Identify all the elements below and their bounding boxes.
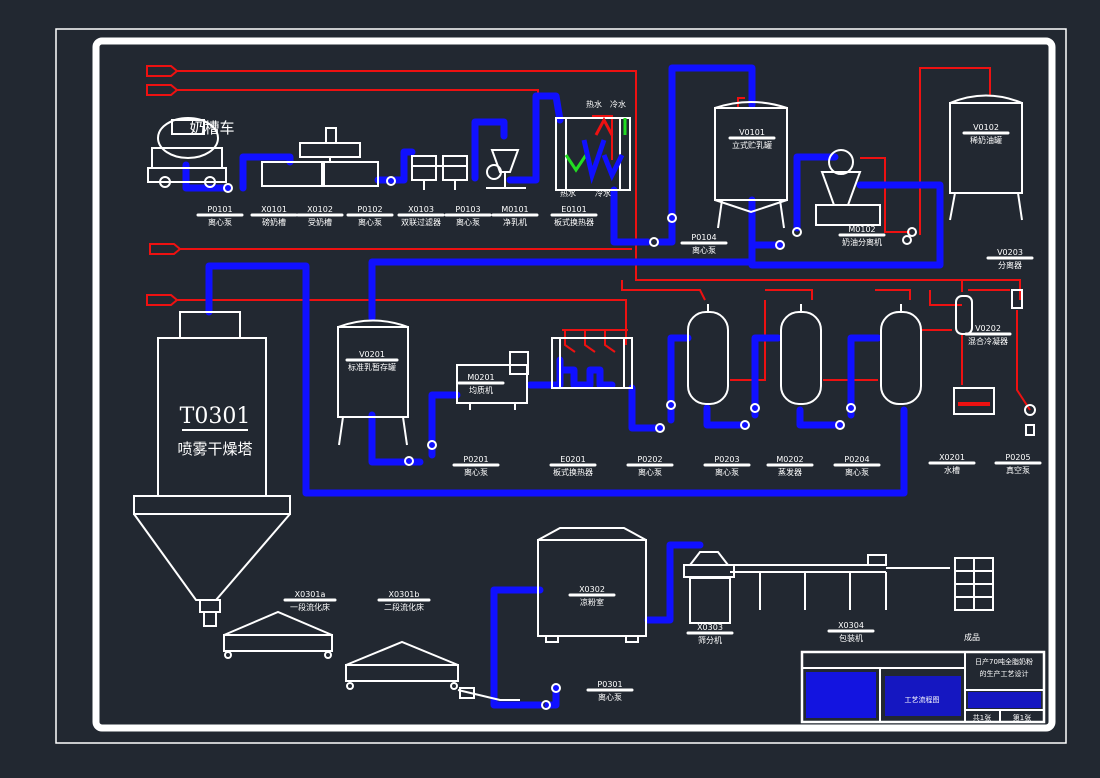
tag-name-x0304: 包装机 (839, 633, 863, 643)
outer-frame (55, 28, 1067, 744)
tag-name-p0104: 离心泵 (692, 245, 716, 255)
spray-tower-name: 喷雾干燥塔 (177, 440, 252, 458)
tag-code-x0103: X0103 (408, 205, 434, 214)
product-label: 成品 (964, 632, 980, 642)
tag-code-p0201: P0201 (463, 455, 488, 464)
tag-name-x0101: 磅奶槽 (262, 217, 286, 227)
tag-name-m0201: 均质机 (469, 385, 493, 395)
duplex-filter (411, 155, 468, 190)
title-block: 日产70吨全脂奶粉 的生产工艺设计 工艺流程图 共1张 第1张 (800, 650, 1046, 724)
tag-name-p0101: 离心泵 (208, 217, 232, 227)
tag-code-p0101: P0101 (207, 205, 232, 214)
spray-tower-code: T0301 (180, 404, 251, 429)
homogenizer (456, 351, 529, 410)
tag-name-x0301b: 二段流化床 (384, 602, 424, 612)
pump-symbols (223, 176, 917, 710)
tag-code-v0102: V0102 (973, 123, 999, 132)
plate-heat-exchanger-1 (555, 116, 631, 191)
tag-name-x0301a: 一段流化床 (290, 602, 330, 612)
tag-name-e0201: 板式换热器 (553, 467, 593, 477)
standard-milk-tank (337, 319, 409, 446)
tag-code-v0101: V0101 (739, 128, 765, 137)
tag-name-v0102: 稀奶油罐 (970, 135, 1002, 145)
plate-heat-exchanger-2 (551, 337, 633, 389)
cold-water-label-2: 冷水 (595, 188, 611, 198)
tag-code-x0303: X0303 (697, 623, 723, 632)
equipment-tags: P0101 离心泵 X0101 磅奶槽 X0102 受奶槽 P0102 离心泵 X0103 双联过… (196, 123, 1042, 702)
tag-code-p0102: P0102 (357, 205, 382, 214)
cooling-room (537, 527, 647, 643)
cream-tank (949, 94, 1023, 221)
tag-code-v0201: V0201 (359, 350, 385, 359)
tag-name-x0102: 受奶槽 (308, 217, 332, 227)
hot-water-label-1: 热水 (586, 99, 602, 109)
tag-name-p0204: 离心泵 (845, 467, 869, 477)
evaporators (687, 304, 922, 405)
fluid-bed-2 (345, 640, 520, 701)
cream-separator (815, 149, 881, 226)
tag-code-p0203: P0203 (714, 455, 739, 464)
tag-name-p0205: 真空泵 (1006, 465, 1030, 475)
tag-code-m0202: M0202 (776, 455, 803, 464)
tag-code-x0302: X0302 (579, 585, 605, 594)
tag-code-p0103: P0103 (455, 205, 480, 214)
tag-code-p0104: P0104 (691, 233, 716, 242)
sheet-total: 共1张 (973, 713, 991, 722)
tag-code-x0102: X0102 (307, 205, 333, 214)
tag-code-x0301b: X0301b (389, 590, 420, 599)
fluid-bed-1 (223, 610, 333, 659)
sifter (683, 551, 735, 624)
tag-name-e0101: 板式换热器 (554, 217, 594, 227)
tag-code-p0301: P0301 (597, 680, 622, 689)
tag-name-v0203: 分离器 (998, 260, 1022, 270)
tag-name-m0202: 蒸发器 (778, 467, 802, 477)
tag-name-x0201: 水槽 (944, 465, 960, 475)
tag-name-p0203: 离心泵 (715, 467, 739, 477)
tag-name-v0101: 立式贮乳罐 (732, 140, 772, 150)
tag-code-e0101: E0101 (561, 205, 586, 214)
tag-code-x0101: X0101 (261, 205, 287, 214)
cold-water-label-1: 冷水 (610, 99, 626, 109)
tag-code-p0202: P0202 (637, 455, 662, 464)
tag-name-v0202: 混合冷凝器 (968, 336, 1008, 346)
spray-dryer (133, 311, 291, 627)
tag-code-m0201: M0201 (467, 373, 494, 382)
tag-code-v0202: V0202 (975, 324, 1001, 333)
tag-name-p0301: 离心泵 (598, 692, 622, 702)
tag-name-p0103: 离心泵 (456, 217, 480, 227)
packing-line (730, 554, 994, 611)
drawing-name: 工艺流程图 (905, 695, 940, 704)
tag-name-m0101: 净乳机 (503, 217, 527, 227)
tag-code-x0301a: X0301a (295, 590, 326, 599)
tag-code-m0102: M0102 (848, 225, 875, 234)
milk-tanker (147, 117, 227, 188)
project-title-line-1: 日产70吨全脂奶粉 (975, 657, 1033, 666)
tag-name-v0201: 标准乳暂存罐 (348, 362, 396, 372)
tag-name-p0201: 离心泵 (464, 467, 488, 477)
tag-code-p0205: P0205 (1005, 453, 1030, 462)
milk-clarifier (486, 149, 526, 189)
tag-code-e0201: E0201 (560, 455, 585, 464)
sheet-number: 第1张 (1013, 713, 1031, 722)
tag-name-x0103: 双联过滤器 (401, 217, 441, 227)
milk-storage-tank (714, 101, 788, 229)
tag-code-x0201: X0201 (939, 453, 965, 462)
tanker-label: 奶槽车 (189, 119, 234, 137)
separator-condenser (953, 289, 1036, 436)
tag-name-x0302: 凉粉室 (580, 597, 604, 607)
tag-name-p0202: 离心泵 (638, 467, 662, 477)
receiving-tanks (261, 127, 379, 187)
tag-code-m0101: M0101 (501, 205, 528, 214)
tag-code-p0204: P0204 (844, 455, 869, 464)
hot-water-label-2: 热水 (560, 188, 576, 198)
tag-code-x0304: X0304 (838, 621, 864, 630)
project-title-line-2: 的生产工艺设计 (980, 669, 1029, 678)
tag-name-x0303: 筛分机 (698, 635, 722, 645)
tag-name-m0102: 奶油分离机 (842, 237, 882, 247)
tag-name-p0102: 离心泵 (358, 217, 382, 227)
tag-code-v0203: V0203 (997, 248, 1023, 257)
